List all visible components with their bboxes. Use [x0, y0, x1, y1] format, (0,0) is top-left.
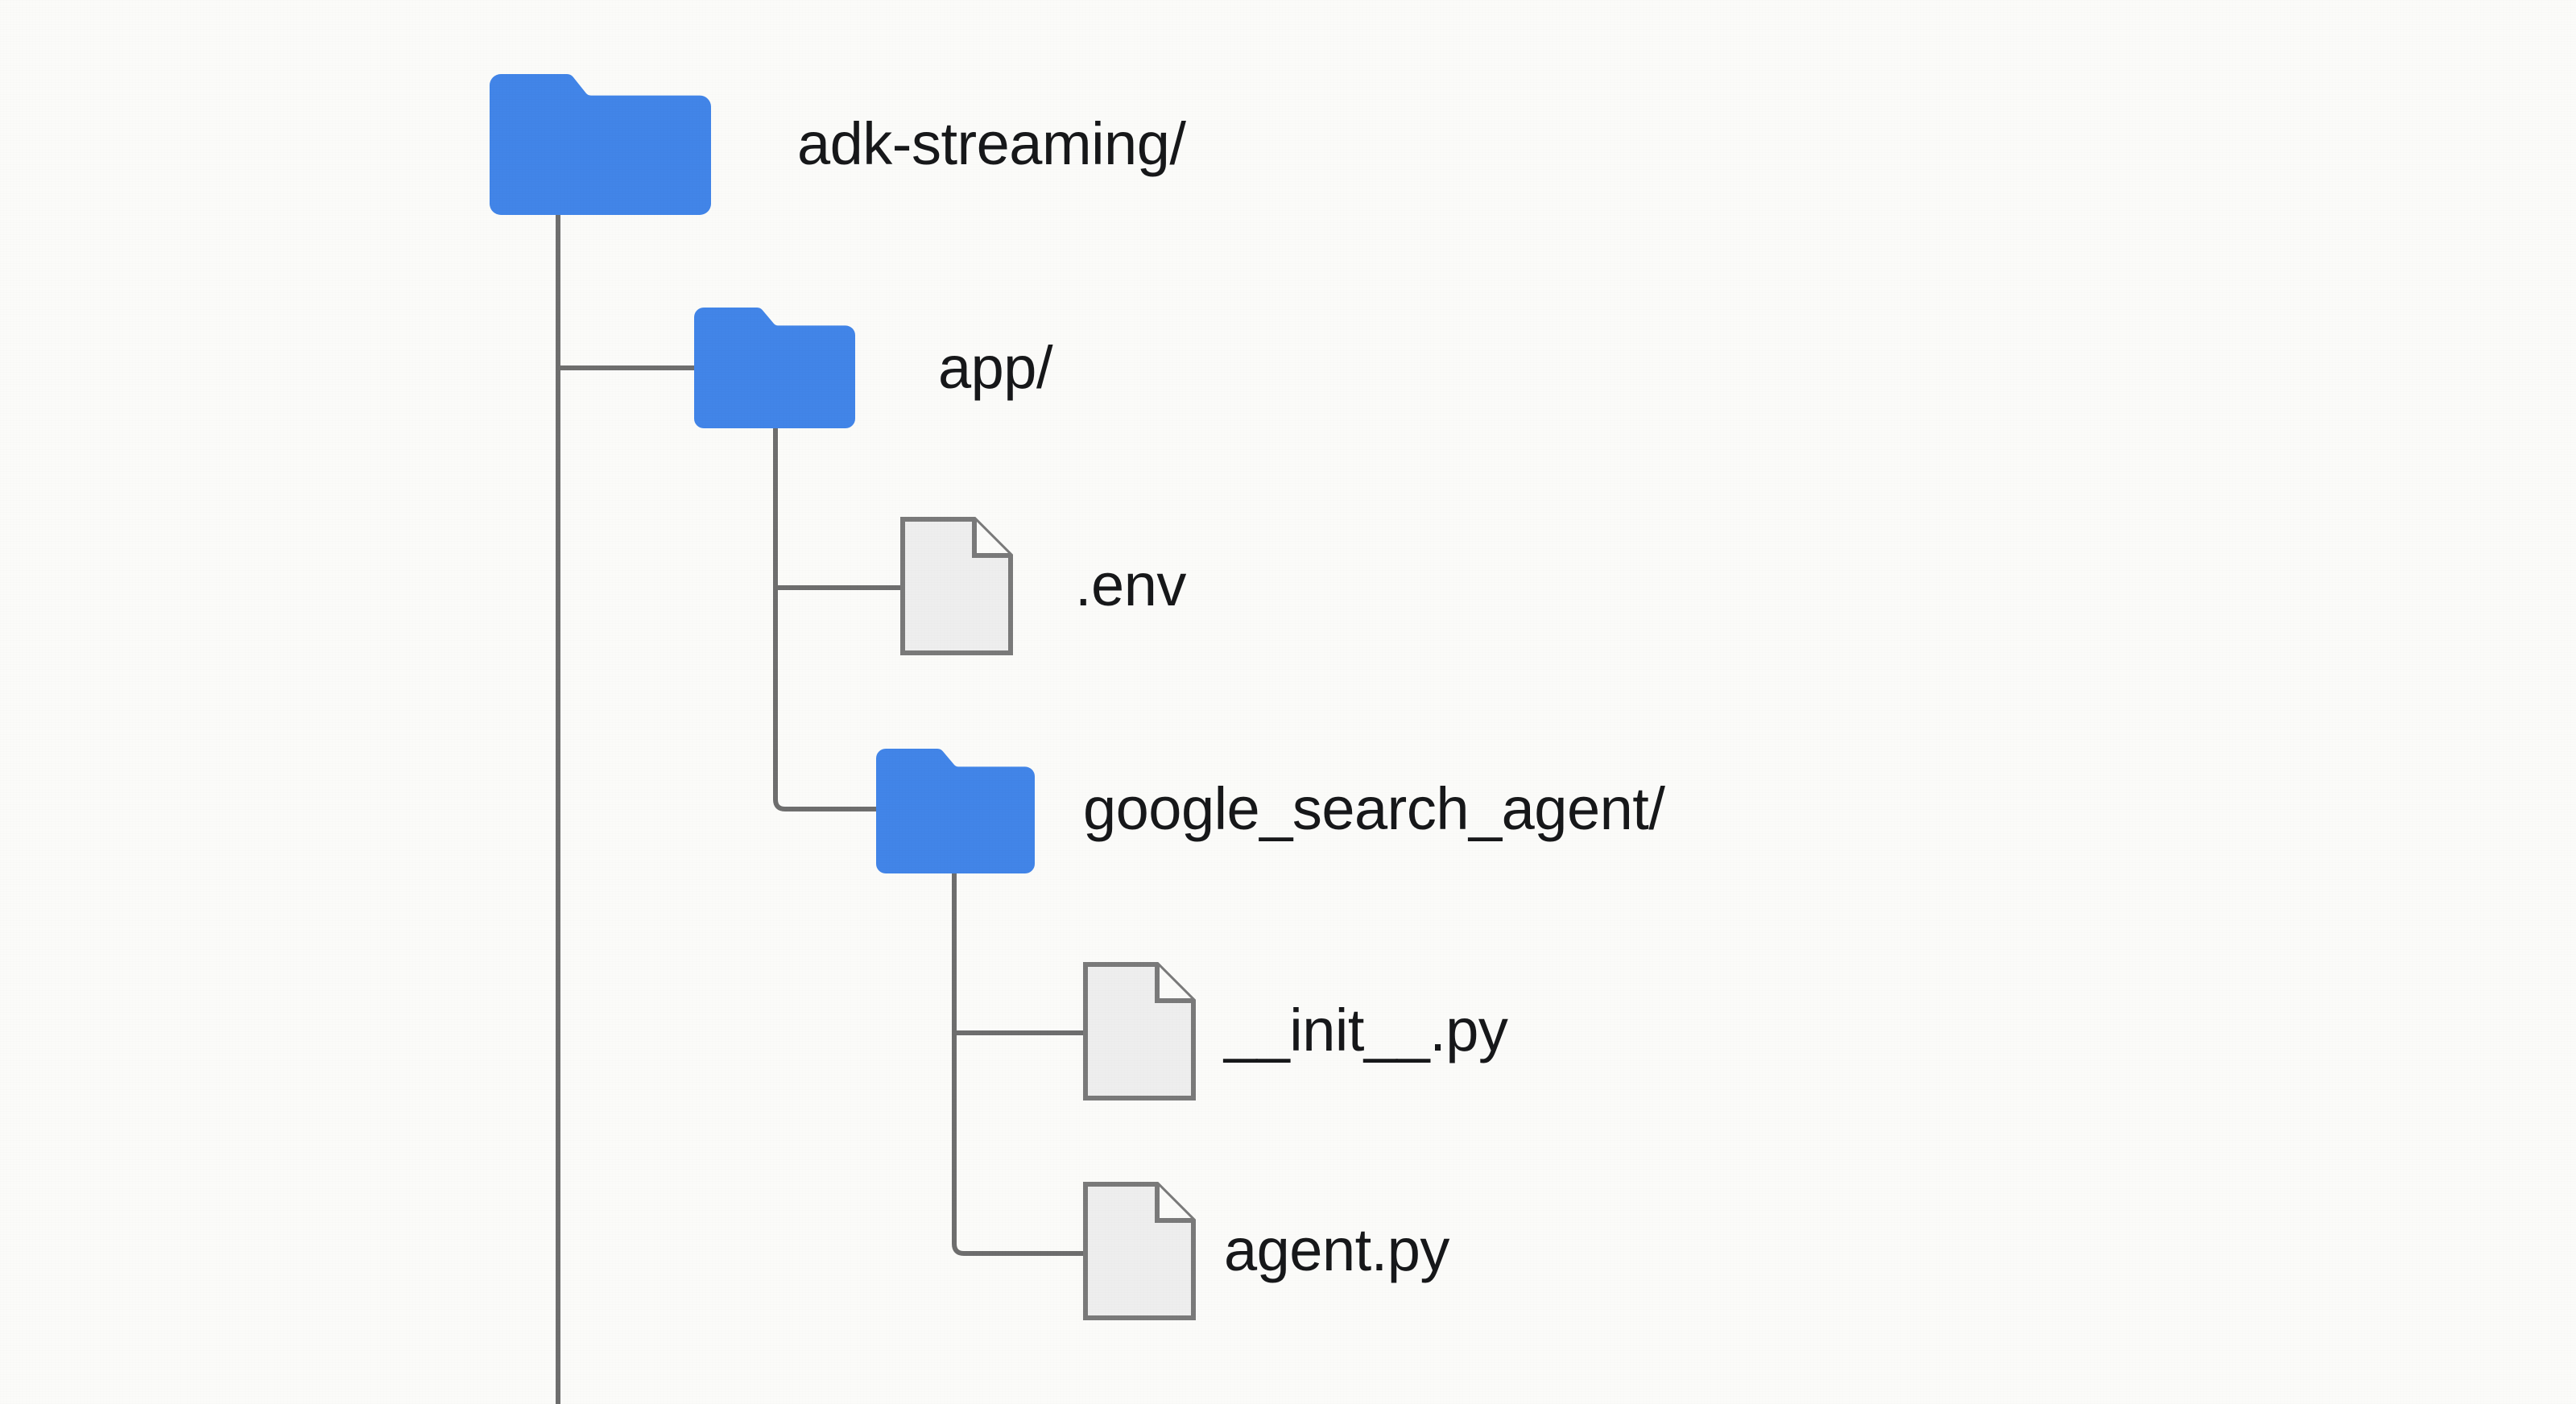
folder-icon [876, 749, 1035, 873]
folder-icon [694, 308, 855, 428]
tree-node-label-root: adk-streaming/ [797, 110, 1186, 177]
tree-node-label-google-search-agent: google_search_agent/ [1083, 775, 1665, 842]
folder-icon [490, 74, 711, 215]
connector-app-trunk [773, 428, 876, 811]
tree-node-label-app: app/ [938, 334, 1053, 401]
tree-node-env[interactable]: .env [900, 517, 1186, 655]
tree-node-label-agent-py: agent.py [1224, 1216, 1449, 1283]
connector-gsa-trunk [952, 873, 1083, 1256]
tree-node-google-search-agent[interactable]: google_search_agent/ [876, 749, 1665, 873]
tree-node-label-env: .env [1075, 551, 1186, 618]
file-icon [1083, 1182, 1196, 1320]
tree-node-root[interactable]: adk-streaming/ [490, 74, 1186, 215]
tree-node-agent-py[interactable]: agent.py [1083, 1182, 1449, 1320]
file-icon [1083, 962, 1196, 1100]
tree-node-label-init-py: __init__.py [1224, 997, 1508, 1063]
file-icon [900, 517, 1013, 655]
tree-node-init-py[interactable]: __init__.py [1083, 962, 1508, 1100]
tree-node-app[interactable]: app/ [694, 308, 1053, 428]
